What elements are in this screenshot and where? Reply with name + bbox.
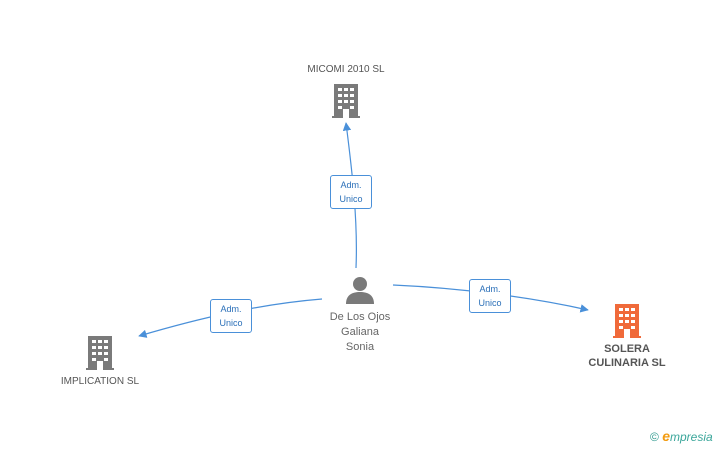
edge-label-implication: Adm. Unico (210, 299, 252, 333)
edge-label-line2: Unico (219, 318, 243, 328)
node-solera[interactable]: SOLERA CULINARIA SL (572, 304, 682, 370)
person-name-line2: Galiana (341, 326, 379, 338)
brand-initial: e (662, 428, 670, 444)
node-micomi[interactable]: MICOMI 2010 SL (296, 64, 396, 118)
empresia-watermark: © empresia (650, 428, 713, 444)
edge-label-micomi: Adm. Unico (330, 175, 372, 209)
person-icon (310, 276, 410, 304)
edge-label-line2: Unico (478, 298, 502, 308)
edge-label-line1: Adm. (340, 180, 362, 190)
edge-label-solera: Adm. Unico (469, 279, 511, 313)
edge-label-line1: Adm. (479, 284, 501, 294)
edge-label-line1: Adm. (220, 304, 242, 314)
building-icon (296, 84, 396, 118)
node-label: IMPLICATION SL (60, 376, 140, 387)
brand-name: mpresia (669, 430, 713, 444)
building-icon (572, 304, 682, 338)
copyright-symbol: © (650, 430, 659, 444)
node-label-line1: SOLERA (604, 343, 650, 355)
node-label: MICOMI 2010 SL (307, 64, 385, 75)
person-name-line3: Sonia (345, 341, 375, 353)
node-implication[interactable]: IMPLICATION SL (50, 336, 150, 388)
node-person[interactable]: De Los Ojos Galiana Sonia (310, 276, 410, 355)
building-icon (50, 336, 150, 370)
edge-label-line2: Unico (339, 194, 363, 204)
node-label-line2: CULINARIA SL (588, 357, 666, 369)
person-name-line1: De Los Ojos (329, 311, 391, 323)
